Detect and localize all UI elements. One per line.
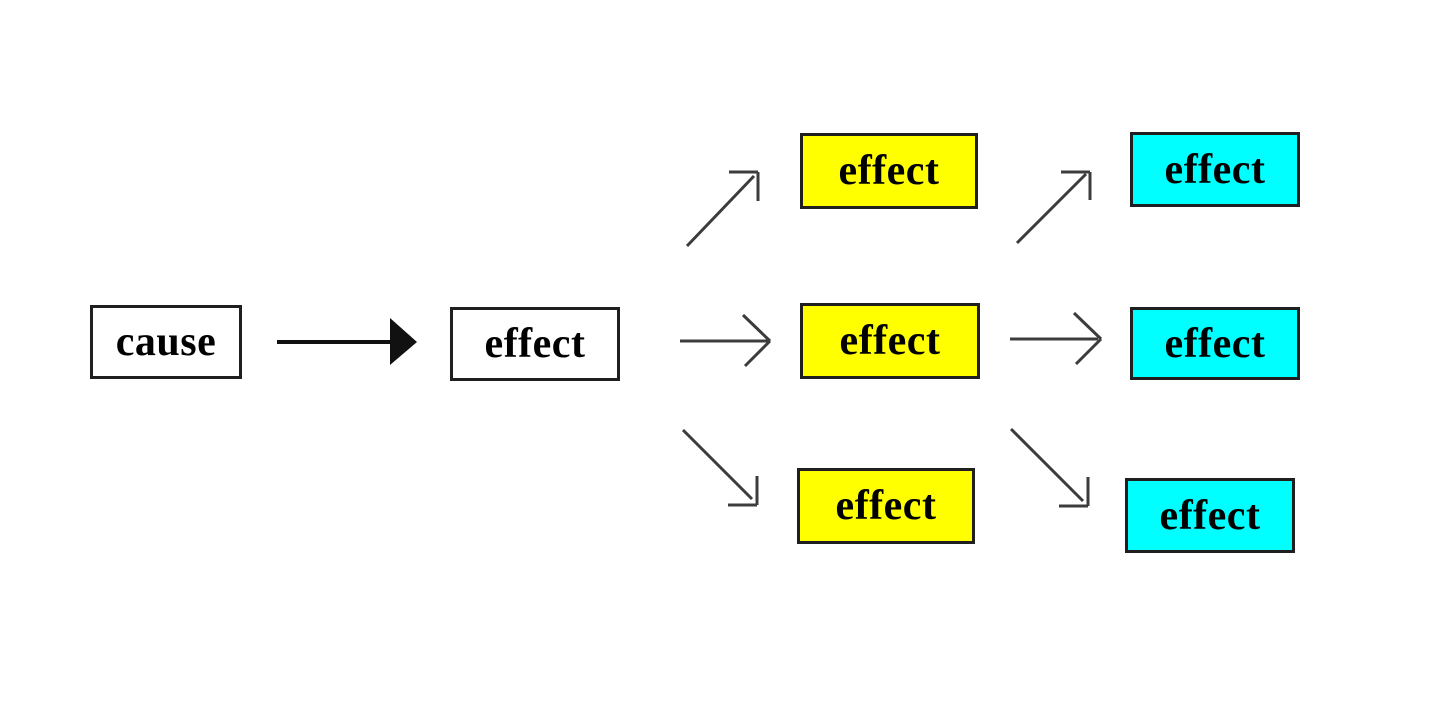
node-effect-tertiary-top: effect bbox=[1130, 132, 1300, 207]
node-effect-tertiary-middle: effect bbox=[1130, 307, 1300, 380]
arrow-effect1-to-yellow-middle bbox=[680, 313, 772, 368]
node-effect-secondary-bottom-label: effect bbox=[835, 483, 937, 529]
node-effect-secondary-top-label: effect bbox=[838, 148, 940, 194]
node-effect-tertiary-bottom: effect bbox=[1125, 478, 1295, 553]
arrow-effect1-to-yellow-top bbox=[685, 170, 760, 248]
node-effect-tertiary-top-label: effect bbox=[1164, 146, 1266, 193]
node-effect-secondary-middle-label: effect bbox=[839, 318, 941, 364]
node-effect-secondary-top: effect bbox=[800, 133, 978, 209]
node-effect-secondary-bottom: effect bbox=[797, 468, 975, 544]
node-cause-label: cause bbox=[115, 319, 217, 365]
node-effect-primary: effect bbox=[450, 307, 620, 381]
node-effect-tertiary-middle-label: effect bbox=[1164, 320, 1266, 367]
arrow-effect1-to-yellow-bottom bbox=[681, 428, 759, 507]
arrow-yellow-middle-to-cyan-top bbox=[1015, 170, 1092, 245]
node-effect-primary-label: effect bbox=[484, 321, 586, 367]
arrow-yellow-middle-to-cyan-middle bbox=[1010, 311, 1103, 366]
arrow-cause-to-effect bbox=[277, 318, 417, 365]
node-effect-secondary-middle: effect bbox=[800, 303, 980, 379]
node-effect-tertiary-bottom-label: effect bbox=[1159, 492, 1261, 539]
arrow-yellow-middle-to-cyan-bottom bbox=[1009, 427, 1090, 508]
node-cause: cause bbox=[90, 305, 242, 379]
